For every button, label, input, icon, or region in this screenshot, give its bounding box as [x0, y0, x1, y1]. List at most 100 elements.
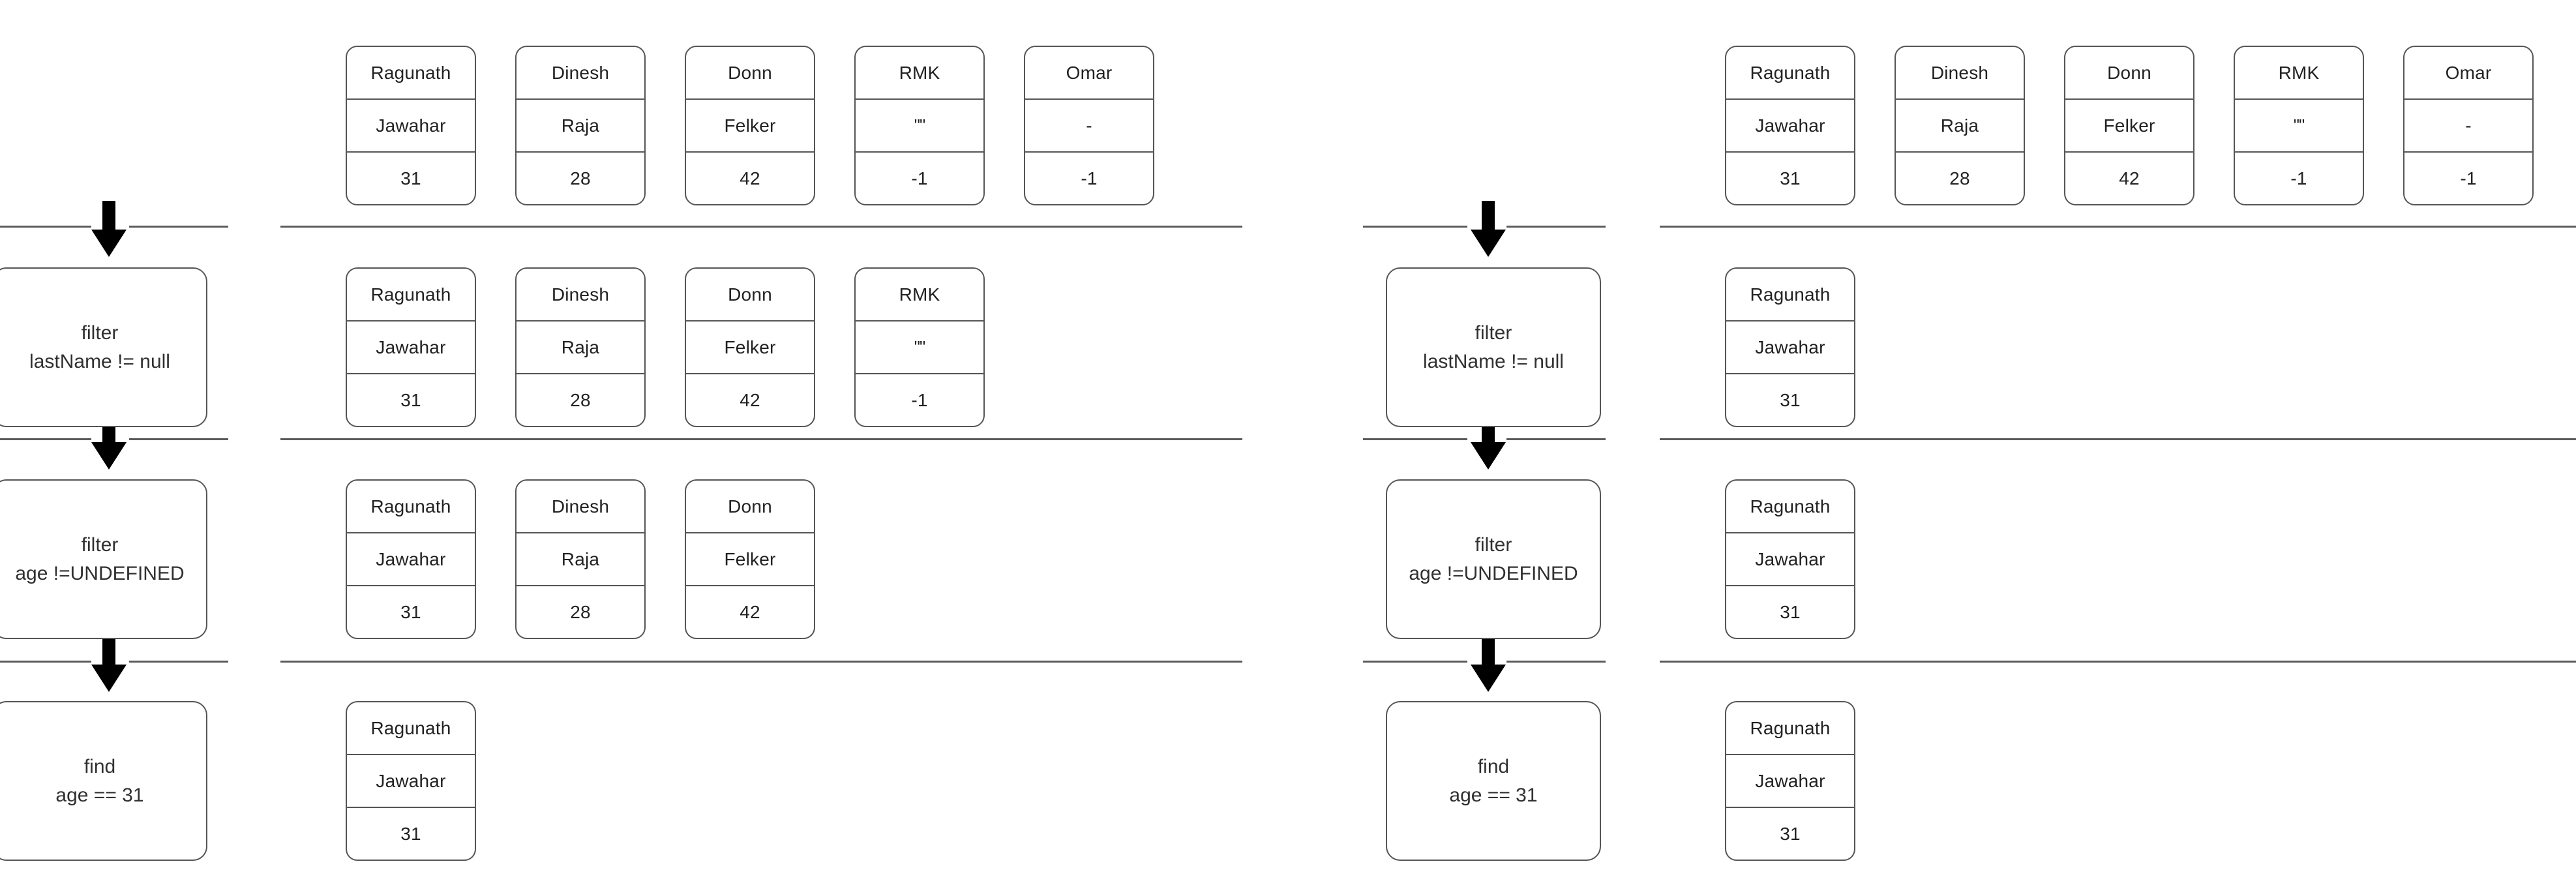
- operation-name: find: [1477, 756, 1510, 777]
- record-card-right-source-3[interactable]: RMK""-1: [2234, 46, 2364, 205]
- record-field-age: 28: [517, 373, 644, 426]
- arrow-head-icon: [1471, 442, 1506, 470]
- row-divider-right-2-seg3: [1660, 661, 2576, 663]
- record-field-lastName: -: [2404, 98, 2532, 151]
- record-field-firstName: RMK: [899, 62, 940, 83]
- record-field-firstName: RMK: [2278, 62, 2320, 83]
- operation-predicate: age == 31: [1449, 784, 1538, 806]
- row-divider-left-0-seg3: [280, 226, 1242, 228]
- record-field-lastName: Jawahar: [347, 320, 475, 373]
- row-divider-right-1-seg3: [1660, 438, 2576, 440]
- record-field-firstName: Donn: [728, 284, 772, 305]
- record-field-lastName: "": [2235, 98, 2363, 151]
- operation-predicate: age == 31: [55, 784, 144, 806]
- row-divider-right-0-seg1: [1363, 226, 1467, 228]
- record-field-age: 42: [2065, 151, 2193, 204]
- record-field-age: 31: [347, 373, 475, 426]
- record-field-age: 42: [686, 373, 814, 426]
- row-divider-right-1-seg2: [1506, 438, 1606, 440]
- record-field-firstName: Omar: [2445, 62, 2492, 83]
- row-divider-right-2-seg2: [1506, 661, 1606, 663]
- row-divider-left-2-seg2: [129, 661, 228, 663]
- flow-arrow-right-0: [1471, 201, 1506, 257]
- record-field-age: 31: [1726, 373, 1854, 426]
- row-divider-left-0-seg1: [0, 226, 91, 228]
- operation-name: filter: [81, 322, 119, 344]
- operation-box-left-filter-lastname[interactable]: filter lastName != null: [0, 267, 207, 427]
- record-field-lastName: Felker: [686, 98, 814, 151]
- record-field-firstName: Donn: [2107, 62, 2151, 83]
- record-field-firstName: Ragunath: [1750, 284, 1831, 305]
- operation-predicate: lastName != null: [29, 350, 170, 372]
- row-divider-left-1-seg1: [0, 438, 91, 440]
- record-field-lastName: "": [856, 320, 983, 373]
- record-card-left-filter-lastname-3[interactable]: RMK""-1: [854, 267, 985, 427]
- record-card-left-source-3[interactable]: RMK""-1: [854, 46, 985, 205]
- record-field-age: 31: [347, 151, 475, 204]
- record-field-age: 31: [347, 807, 475, 860]
- arrow-head-icon: [1471, 230, 1506, 257]
- record-field-firstName: Ragunath: [370, 62, 451, 83]
- record-field-age: 28: [1896, 151, 2024, 204]
- record-field-firstName: RMK: [899, 284, 940, 305]
- operation-name: filter: [1475, 534, 1512, 556]
- record-field-firstName: Dinesh: [1930, 62, 1989, 83]
- record-card-left-source-4[interactable]: Omar--1: [1024, 46, 1154, 205]
- record-field-firstName: Ragunath: [1750, 496, 1831, 516]
- arrow-head-icon: [91, 230, 127, 257]
- record-field-firstName: Dinesh: [551, 62, 610, 83]
- record-field-lastName: Jawahar: [347, 754, 475, 807]
- arrow-head-icon: [91, 442, 127, 470]
- record-field-lastName: Jawahar: [1726, 532, 1854, 585]
- record-field-lastName: Jawahar: [347, 98, 475, 151]
- record-field-lastName: Jawahar: [1726, 98, 1854, 151]
- operation-predicate: lastName != null: [1423, 350, 1564, 372]
- record-field-firstName: Dinesh: [551, 284, 610, 305]
- row-divider-left-1-seg3: [280, 438, 1242, 440]
- record-field-firstName: Ragunath: [1750, 62, 1831, 83]
- row-divider-left-0-seg2: [129, 226, 228, 228]
- record-field-lastName: Felker: [2065, 98, 2193, 151]
- row-divider-left-2-seg3: [280, 661, 1242, 663]
- record-card-right-source-4[interactable]: Omar--1: [2403, 46, 2534, 205]
- row-divider-left-1-seg2: [129, 438, 228, 440]
- record-field-age: 42: [686, 585, 814, 638]
- flow-arrow-left-0: [91, 201, 127, 257]
- arrow-stem-icon: [102, 636, 115, 667]
- record-field-lastName: Raja: [517, 320, 644, 373]
- flow-arrow-left-2: [91, 636, 127, 692]
- record-field-firstName: Ragunath: [370, 717, 451, 738]
- arrow-head-icon: [1471, 665, 1506, 692]
- operation-name: filter: [81, 534, 119, 556]
- record-field-age: 31: [1726, 585, 1854, 638]
- record-field-lastName: Jawahar: [1726, 320, 1854, 373]
- record-field-lastName: Raja: [517, 98, 644, 151]
- operation-box-right-find-age[interactable]: find age == 31: [1386, 701, 1601, 861]
- record-field-lastName: Jawahar: [347, 532, 475, 585]
- record-field-age: 42: [686, 151, 814, 204]
- row-divider-left-2-seg1: [0, 661, 91, 663]
- flow-arrow-right-2: [1471, 636, 1506, 692]
- record-field-age: 28: [517, 151, 644, 204]
- record-field-lastName: Felker: [686, 320, 814, 373]
